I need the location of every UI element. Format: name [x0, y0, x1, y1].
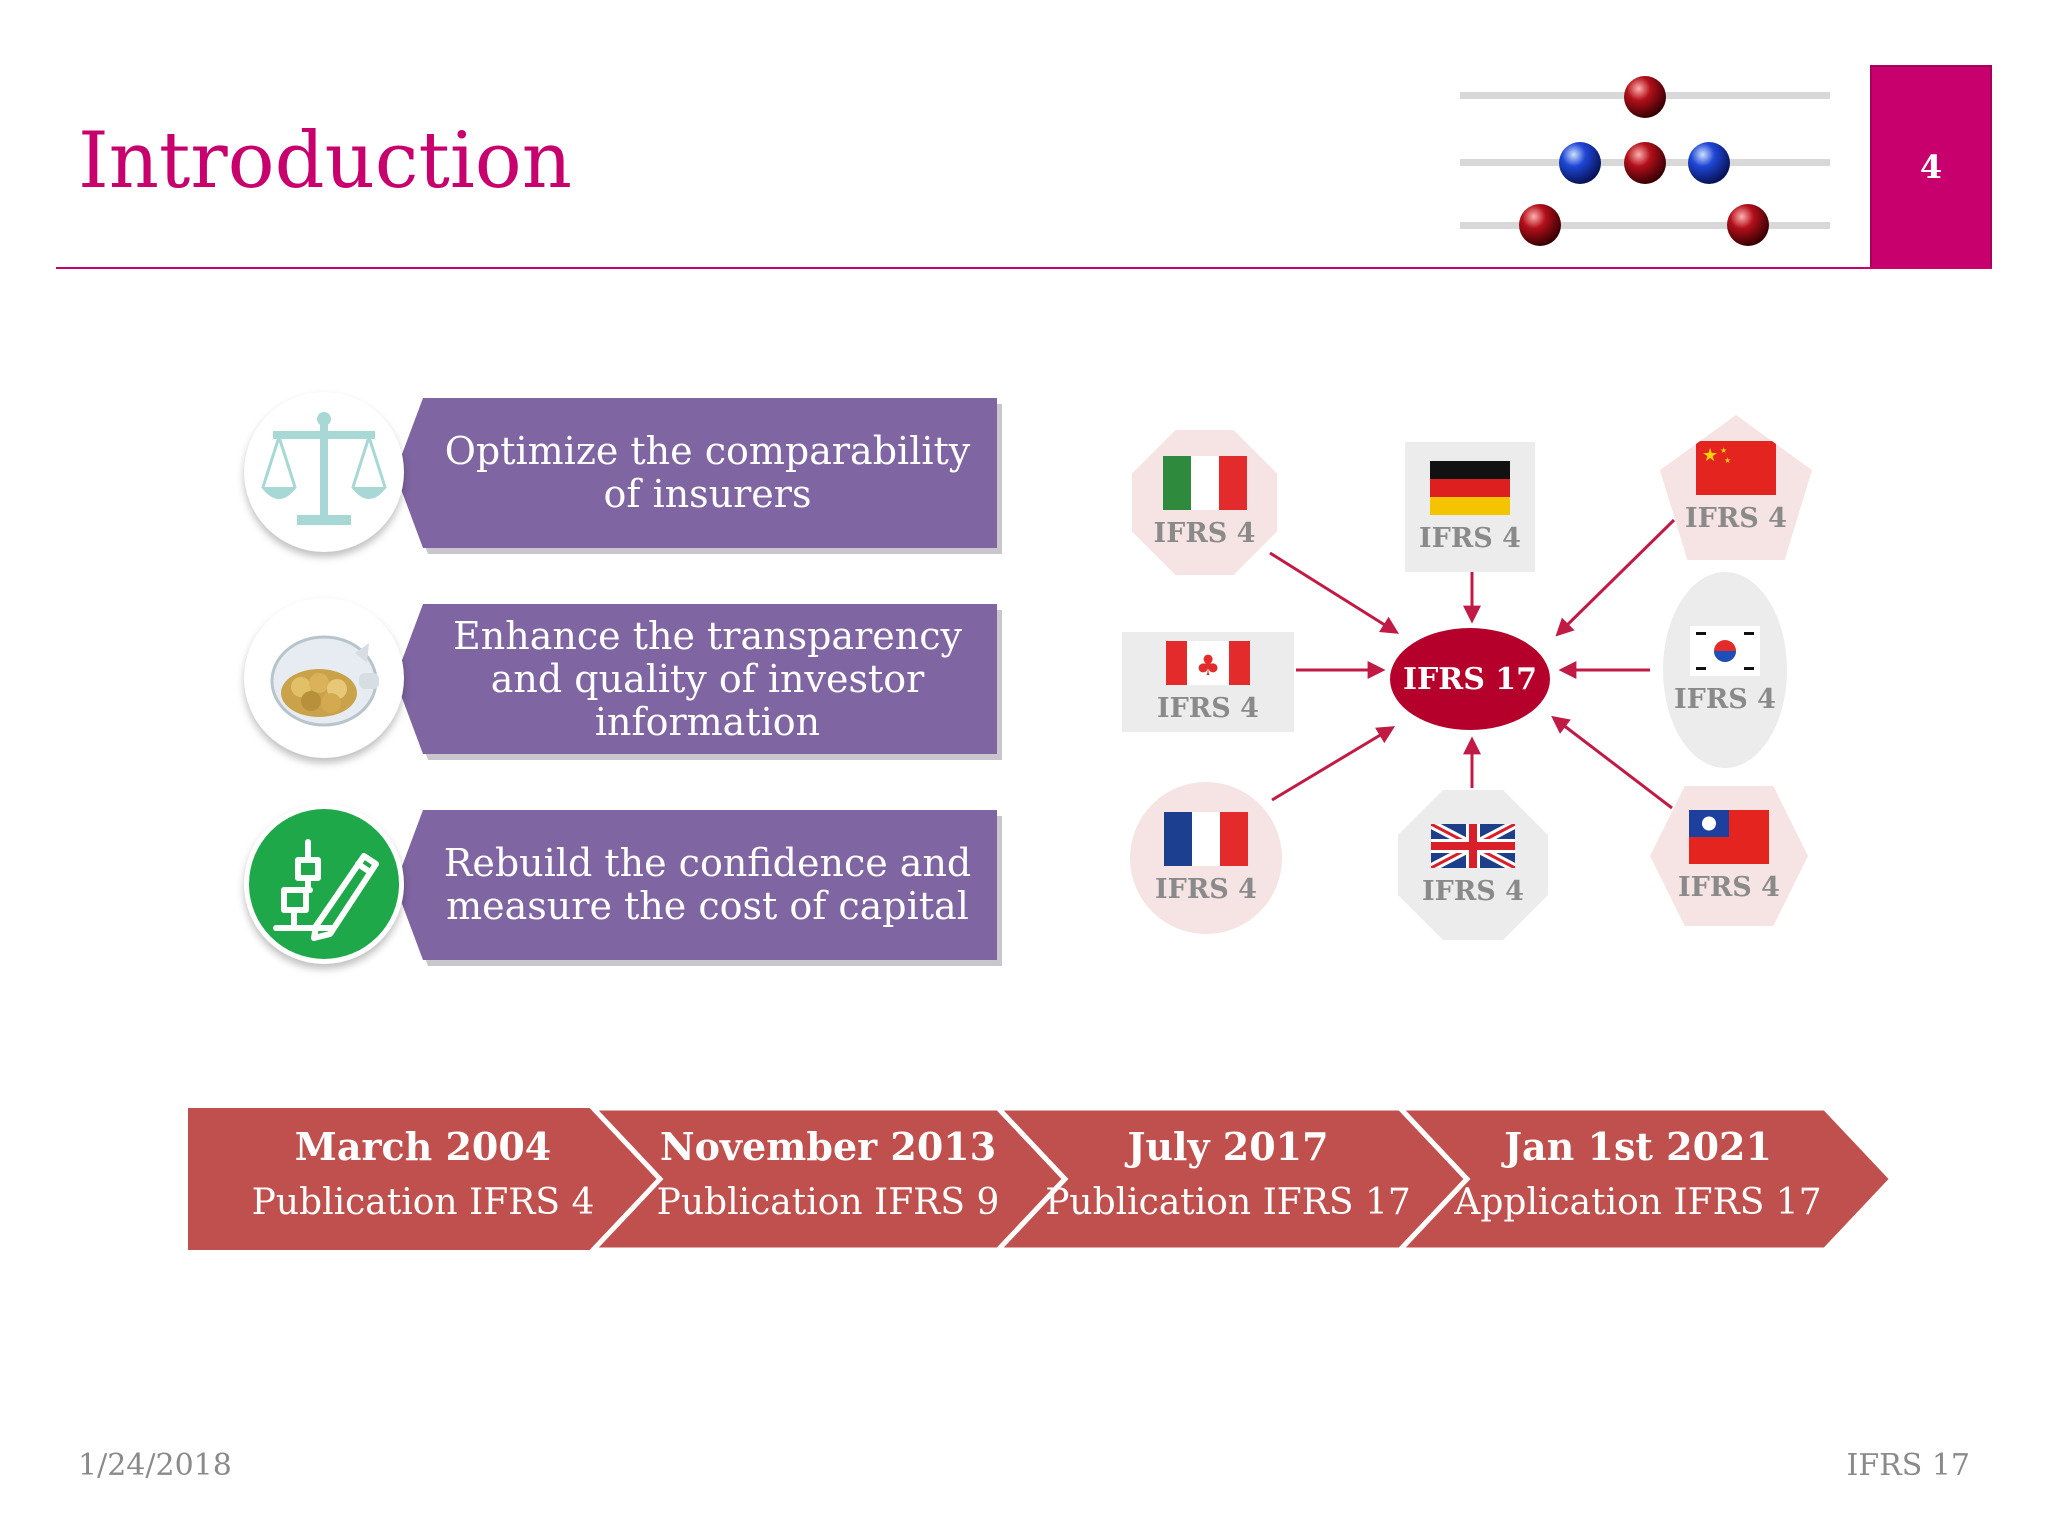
page-number: 4	[1870, 65, 1992, 269]
footer-label: IFRS 17	[1846, 1448, 1970, 1483]
goal-text: Rebuild the confidence and measure the c…	[443, 841, 972, 928]
goal-banner	[395, 398, 997, 548]
country-label: IFRS 4	[1157, 692, 1259, 724]
korea-flag-icon	[1690, 625, 1760, 676]
country-badge: ♣ IFRS 4	[1122, 632, 1294, 732]
country-label: IFRS 4	[1153, 518, 1256, 549]
timeline-desc: Publication IFRS 17	[1045, 1182, 1411, 1223]
country-label: IFRS 4	[1674, 683, 1776, 715]
country-label: IFRS 4	[1685, 503, 1787, 534]
country-badge: IFRS 4	[1132, 430, 1277, 575]
svg-text:★: ★	[1724, 456, 1731, 465]
china-flag-icon: ★★★	[1696, 441, 1776, 495]
france-flag-icon	[1164, 811, 1248, 866]
country-badge: IFRS 4	[1405, 442, 1535, 572]
timeline-step: November 2013 Publication IFRS 9	[618, 1108, 1038, 1250]
country-badge: IFRS 4	[1663, 572, 1787, 768]
chart-pen-icon	[244, 804, 404, 964]
timeline-date: March 2004	[294, 1124, 552, 1169]
country-label: IFRS 4	[1155, 873, 1257, 905]
footer-date: 1/24/2018	[78, 1448, 232, 1483]
goal-row: Optimize the comparability of insurers	[240, 390, 1010, 555]
canada-flag-icon: ♣	[1166, 640, 1250, 685]
timeline-date: July 2017	[1127, 1124, 1329, 1169]
timeline-step: July 2017 Publication IFRS 17	[1028, 1108, 1428, 1250]
goal-row: Rebuild the confidence and measure the c…	[240, 802, 1010, 967]
country-label: IFRS 4	[1678, 871, 1780, 903]
germany-flag-icon	[1430, 460, 1510, 515]
timeline-date: November 2013	[659, 1124, 997, 1169]
uk-flag-icon	[1431, 823, 1515, 868]
piggy-bank-icon	[244, 598, 404, 758]
country-label: IFRS 4	[1422, 875, 1524, 907]
country-badge: IFRS 4	[1130, 782, 1282, 934]
timeline-desc: Application IFRS 17	[1454, 1182, 1822, 1223]
svg-text:★: ★	[1702, 445, 1718, 466]
timeline-chevrons	[188, 1108, 1893, 1250]
goal-banner	[395, 810, 997, 960]
country-badge: IFRS 4	[1650, 786, 1808, 926]
timeline-desc: Publication IFRS 9	[656, 1182, 1000, 1223]
ifrs17-hub: IFRS 17	[1390, 628, 1550, 730]
scales-icon	[244, 392, 404, 552]
svg-text:★: ★	[1720, 446, 1727, 455]
country-badge: IFRS 4	[1398, 790, 1548, 940]
goal-text: Enhance the transparency and quality of …	[453, 613, 962, 744]
abacus-logo-icon	[1460, 76, 1830, 246]
timeline-step: March 2004 Publication IFRS 4	[188, 1108, 658, 1250]
title-divider	[56, 267, 1992, 269]
goal-text: Optimize the comparability of insurers	[444, 429, 971, 516]
country-label: IFRS 4	[1419, 522, 1521, 554]
timeline-desc: Publication IFRS 4	[251, 1182, 595, 1223]
svg-text:♣: ♣	[1195, 649, 1220, 682]
taiwan-flag-icon	[1689, 809, 1769, 864]
goal-row: Enhance the transparency and quality of …	[240, 596, 1010, 761]
ifrs-adoption-map: IFRS 17 IFRS 4 IFRS 4 ★★★ IFRS 4 ♣ IFRS …	[1100, 400, 1860, 960]
timeline-step: Jan 1st 2021 Application IFRS 17	[1428, 1108, 1848, 1250]
timeline: March 2004 Publication IFRS 4 November 2…	[188, 1108, 1893, 1250]
italy-flag-icon	[1162, 456, 1247, 510]
page-title: Introduction	[78, 116, 572, 206]
timeline-date: Jan 1st 2021	[1504, 1124, 1772, 1169]
goal-banner	[395, 604, 997, 754]
